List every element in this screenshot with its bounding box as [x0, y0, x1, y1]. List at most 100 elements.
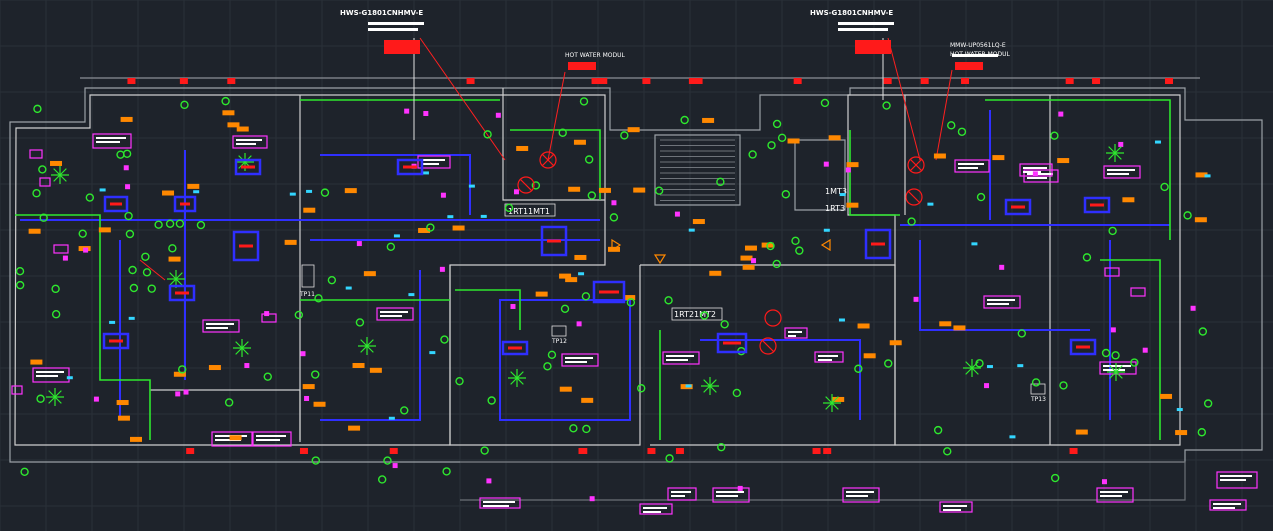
- hws-right-label: HWS-G1801CNHMV-E: [810, 9, 893, 17]
- ac-unit-core: [239, 244, 253, 248]
- fixture-marker: [227, 122, 240, 128]
- tag-box-text-bar: [380, 311, 408, 313]
- triangle-marker-icon: [611, 238, 622, 252]
- fixture-marker: [939, 321, 952, 327]
- fixture-marker: [348, 425, 361, 431]
- pipe-mid-branch: [320, 270, 421, 421]
- diffuser-icon: [169, 272, 183, 286]
- tag-box-text-bar: [1107, 169, 1135, 171]
- sensor-marker: [1101, 479, 1107, 485]
- terminal-unit: [793, 78, 802, 84]
- ac-unit: [232, 230, 260, 262]
- fixture-marker: [229, 435, 242, 441]
- drain-icon: [1009, 435, 1016, 439]
- valve-icon: [1130, 358, 1139, 367]
- valve-icon: [426, 223, 435, 232]
- terminal-unit: [599, 78, 608, 84]
- valve-icon: [543, 362, 552, 371]
- sensor-marker: [495, 112, 501, 118]
- drain-icon: [1176, 408, 1183, 412]
- valve-icon: [1031, 378, 1041, 387]
- sensor-marker: [1032, 171, 1038, 177]
- valve-icon: [33, 104, 42, 114]
- tag-box-text-bar: [483, 505, 509, 507]
- hws-left-label: HWS-G1801CNHMV-E: [340, 9, 423, 17]
- fixture-marker: [787, 138, 800, 144]
- fixture-marker: [352, 362, 365, 368]
- tag-box-text-bar: [206, 327, 228, 329]
- triangle-marker-icon: [820, 238, 831, 252]
- ac-unit: [396, 158, 424, 176]
- corridor-mid: [449, 265, 641, 446]
- diffuser-icon: [238, 155, 252, 169]
- ac-unit-core: [1011, 205, 1025, 209]
- valve-icon: [1050, 473, 1060, 483]
- tag-box-text-bar: [846, 495, 868, 497]
- sensor-marker: [845, 167, 851, 173]
- drain-icon: [1204, 174, 1211, 178]
- fixture-marker: [516, 145, 529, 151]
- tag-box: [662, 351, 700, 365]
- module-unit-icon: [539, 151, 557, 169]
- valve-icon: [748, 150, 757, 159]
- fixture-marker: [1122, 197, 1135, 203]
- diffuser-icon: [53, 168, 67, 182]
- hot-water-pipes: [20, 110, 1170, 421]
- pipe-green-center: [455, 289, 521, 330]
- tag-box-text-bar: [421, 159, 445, 161]
- leader-right-1: [887, 37, 921, 161]
- valve-icon: [1203, 399, 1213, 408]
- terminal-unit: [591, 78, 600, 84]
- valve-icon: [820, 98, 830, 108]
- valve-icon: [51, 310, 61, 319]
- fixture-marker: [173, 371, 186, 377]
- valve-icon: [665, 454, 674, 463]
- riser-tag-boxes: [504, 203, 723, 321]
- spec-line: [838, 28, 888, 31]
- leader-mid: [139, 259, 166, 281]
- ac-unit-core: [403, 165, 417, 169]
- tag-box-text-bar: [643, 511, 661, 513]
- mww-code-label: MMW-UP0561LQ-E: [950, 42, 1006, 49]
- valve-icon: [1017, 329, 1027, 338]
- terminal-unit: [961, 78, 970, 84]
- tag-box-text-bar: [236, 139, 262, 141]
- fixture-marker: [742, 264, 755, 270]
- valve-icon: [716, 177, 725, 187]
- fixture-marker: [313, 401, 326, 407]
- tag-box-text-bar: [1023, 171, 1041, 173]
- valve-icon: [976, 192, 986, 202]
- drain-icon: [128, 316, 135, 320]
- tag-box: [29, 149, 43, 159]
- fixture-marker: [933, 153, 946, 159]
- sensor-marker: [183, 389, 189, 395]
- fixture-marker: [30, 359, 43, 365]
- valve-icon: [772, 119, 782, 129]
- valve-icon: [487, 396, 496, 405]
- valve-icon: [569, 424, 578, 433]
- valve-icon: [772, 259, 781, 269]
- fixture-marker: [1057, 158, 1070, 164]
- tag-box-text-bar: [215, 439, 241, 441]
- hws-right-block: [855, 40, 891, 54]
- hw-modul-right-block: [955, 62, 983, 70]
- fixture-marker: [1160, 393, 1173, 399]
- ac-unit-core: [723, 341, 741, 345]
- room-top-mid: [502, 88, 605, 201]
- sensor-marker: [576, 321, 582, 327]
- fixture-marker: [581, 397, 594, 403]
- tag-box-text-bar: [987, 303, 1009, 305]
- fixture-marker: [284, 239, 297, 245]
- terminal-unit: [1065, 78, 1074, 84]
- ac-unit: [234, 158, 262, 176]
- valve-icon: [584, 155, 594, 164]
- ac-unit: [168, 284, 196, 302]
- bottom-balcony: [460, 461, 1186, 501]
- valve-icon: [383, 456, 392, 465]
- hws-left-block: [384, 40, 420, 54]
- terminal-unit: [1165, 78, 1174, 84]
- leader-left-2: [547, 71, 566, 161]
- fixture-marker: [369, 367, 382, 373]
- hw-modul-left-label: HOT WATER MODUL: [565, 52, 625, 59]
- fixture-marker: [1075, 429, 1088, 435]
